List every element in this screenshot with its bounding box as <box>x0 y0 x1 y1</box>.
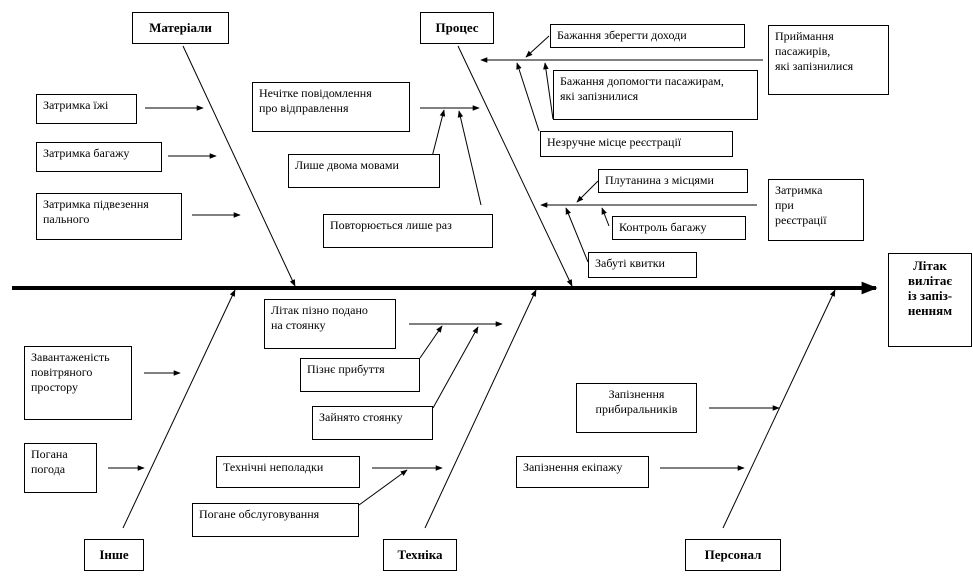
cause-accept-late: Приймання пасажирів, які запізнилися <box>768 25 889 95</box>
bone-personnel <box>722 289 836 529</box>
arrow-forgot-tickets <box>565 207 589 263</box>
cause-tech-faults: Технічні неполадки <box>216 456 360 488</box>
arrow-checkin-loc <box>516 62 540 132</box>
cause-bad-service: Погане обслуговування <box>192 503 359 537</box>
cause-bad-weather: Погана погода <box>24 443 97 493</box>
category-personnel: Персонал <box>685 539 781 571</box>
cause-checkin-location: Незручне місце реєстрації <box>540 131 733 157</box>
cause-forgotten-tickets: Забуті квитки <box>588 252 697 278</box>
cause-stand-occupied: Зайнято стоянку <box>312 406 433 440</box>
cause-help-passengers: Бажання допомогти пасажирам, які запізни… <box>553 70 758 120</box>
cause-food-delay: Затримка їжі <box>36 94 137 124</box>
bone-materials <box>182 45 296 287</box>
arrow-repeated <box>457 110 482 206</box>
bone-process <box>457 45 573 287</box>
cause-cleaners-delay: Запізнення прибиральників <box>576 383 697 433</box>
arrow-late-arrival <box>419 325 443 359</box>
cause-seat-confusion: Плутанина з місцями <box>598 169 748 193</box>
category-equipment: Техніка <box>383 539 457 571</box>
arrow-seat-conf <box>576 180 599 203</box>
arrow-help-pass <box>543 62 554 120</box>
cause-checkin-delay: Затримка при реєстрації <box>768 179 864 241</box>
arrow-two-langs <box>431 109 446 158</box>
cause-baggage-delay: Затримка багажу <box>36 142 162 172</box>
cause-late-arrival: Пізнє прибуття <box>300 358 420 392</box>
cause-crew-delay: Запізнення екіпажу <box>516 456 649 488</box>
cause-baggage-control: Контроль багажу <box>612 216 746 240</box>
arrow-keep-income <box>525 35 550 58</box>
cause-keep-income: Бажання зберегти доходи <box>550 24 745 48</box>
arrow-bag-control <box>601 207 610 227</box>
cause-fuel-delay: Затримка підвезення пального <box>36 193 182 240</box>
bone-other <box>122 289 236 529</box>
bone-equipment <box>424 289 537 529</box>
arrow-bad-service <box>358 469 408 506</box>
arrow-stand-occ <box>432 326 479 409</box>
effect-box: Літак вилітає із запіз- ненням <box>888 253 972 347</box>
category-other: Інше <box>84 539 144 571</box>
cause-unclear-announcement: Нечітке повідомлення про відправлення <box>252 82 410 132</box>
cause-repeated-once: Повторюється лише раз <box>323 214 493 248</box>
category-process: Процес <box>420 12 494 44</box>
cause-airspace: Завантаженість повітряного простору <box>24 346 132 420</box>
cause-late-to-stand: Літак пізно подано на стоянку <box>264 299 396 349</box>
category-materials: Матеріали <box>132 12 229 44</box>
cause-two-languages: Лише двома мовами <box>288 154 440 188</box>
